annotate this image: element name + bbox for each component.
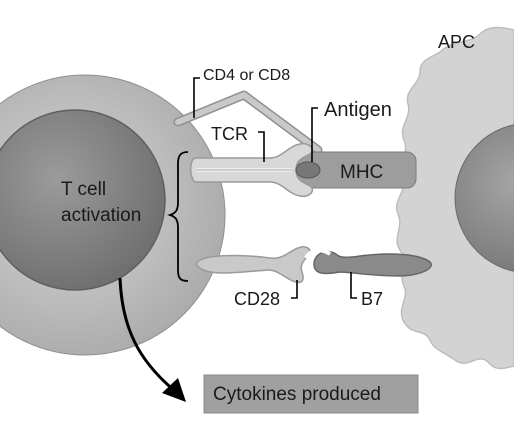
antigen-peptide bbox=[295, 161, 321, 179]
t-cell-label-line1: T cell bbox=[61, 179, 106, 200]
t-cell-nucleus bbox=[0, 109, 166, 291]
antigen-leader bbox=[311, 107, 318, 162]
apc-label: APC bbox=[438, 32, 475, 52]
antigen-label: Antigen bbox=[324, 99, 392, 121]
cd28-leader bbox=[291, 280, 298, 299]
cd4-cd8-label: CD4 or CD8 bbox=[203, 67, 290, 84]
activation-brace bbox=[167, 151, 189, 282]
cytokines-box bbox=[203, 374, 419, 414]
apc-nucleus bbox=[454, 124, 514, 272]
cytokines-label: Cytokines produced bbox=[213, 384, 381, 405]
cd4-cd8-leader bbox=[193, 77, 200, 118]
cd28-label: CD28 bbox=[234, 289, 280, 309]
b7-label: B7 bbox=[361, 289, 383, 309]
tcr-leader bbox=[258, 131, 265, 162]
mhc-label: MHC bbox=[340, 162, 383, 183]
b7-ligand bbox=[313, 250, 432, 277]
t-cell-label-line2: activation bbox=[61, 205, 141, 226]
arrowhead bbox=[162, 378, 186, 402]
b7-leader bbox=[350, 272, 357, 299]
cd28-receptor bbox=[195, 245, 311, 284]
tcr-label: TCR bbox=[211, 124, 248, 144]
cytokine-arrow bbox=[118, 277, 177, 394]
